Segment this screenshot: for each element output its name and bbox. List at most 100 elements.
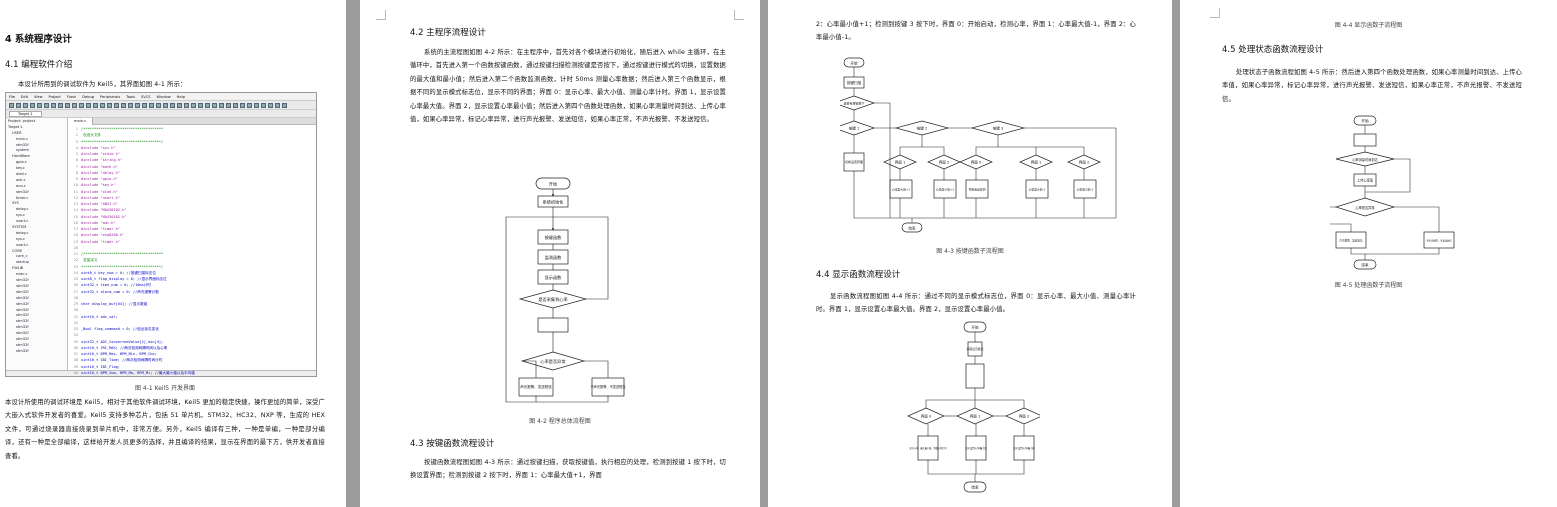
ide-toolbar-icon[interactable] (100, 102, 105, 108)
flow-decision-1: 是否采集到心率 (538, 296, 567, 303)
ide-tree-item[interactable]: adc.c (16, 177, 26, 182)
ide-tree-item[interactable]: stm32f (16, 295, 29, 300)
ide-toolbar-icon[interactable] (114, 102, 119, 108)
ide-toolbar-icon[interactable] (177, 102, 182, 108)
ide-tree-item[interactable]: stm32f (16, 278, 29, 283)
ide-tree-item[interactable]: sys.c (16, 236, 25, 241)
code-line: 2 包含头文件 (68, 132, 316, 138)
ide-tree-item[interactable]: SYSTEM (12, 225, 27, 230)
ide-toolbar-icon[interactable] (212, 102, 217, 108)
ide-menu-item[interactable]: Project (48, 94, 61, 99)
ide-tree-item[interactable]: delay.c (16, 230, 29, 235)
ide-toolbar-icon[interactable] (72, 102, 77, 108)
ide-menu-item[interactable]: Tools (126, 94, 135, 99)
ide-menu-item[interactable]: View (33, 94, 43, 99)
ide-tree-item[interactable]: FWLIB (12, 266, 24, 271)
line-number: 34 (73, 333, 78, 338)
ide-tree-item[interactable]: stm32f (16, 336, 29, 341)
ide-menu-item[interactable]: Edit (21, 94, 28, 99)
ide-toolbar-icon[interactable] (86, 102, 91, 108)
ide-toolbar-icon[interactable] (142, 102, 147, 108)
ide-toolbar-icon[interactable] (184, 102, 189, 108)
ide-toolbar-icon[interactable] (240, 102, 245, 108)
ide-toolbar-icon[interactable] (219, 102, 224, 108)
ide-tree-item[interactable]: timer.c (16, 195, 29, 200)
ide-menu-item[interactable]: Help (176, 94, 185, 99)
ide-toolbar-icon[interactable] (128, 102, 133, 108)
ide-tree-item[interactable]: Target 1 (8, 124, 23, 129)
ide-menu-item[interactable]: Flash (66, 94, 77, 99)
ide-toolbar-icon[interactable] (23, 102, 28, 108)
ide-toolbar-icon[interactable] (261, 102, 266, 108)
ide-menu-item[interactable]: SVCS (140, 94, 151, 99)
ide-toolbar-icon[interactable] (254, 102, 259, 108)
ide-toolbar-icon[interactable] (198, 102, 203, 108)
ide-tree-item[interactable]: stm32f (16, 142, 29, 147)
ide-toolbar-icon[interactable] (275, 102, 280, 108)
ide-toolbar-icon[interactable] (205, 102, 210, 108)
ide-tree-item[interactable]: usart.c (16, 219, 29, 224)
ide-tree-item[interactable]: HardWare (12, 154, 30, 159)
ide-menu-item[interactable]: File (9, 94, 16, 99)
ide-toolbar-icon[interactable] (282, 102, 287, 108)
ide-tree-item[interactable]: startup (16, 260, 29, 265)
ide-toolbar-icon[interactable] (149, 102, 154, 108)
keil-description: 本设计所使用的调试环境是 Keil5，相对于其他软件调试环境，Keil5 更加的… (5, 399, 325, 460)
ide-tree-item[interactable]: key.c (16, 166, 25, 171)
ide-tree-item[interactable]: stm32f (16, 301, 29, 306)
ide-toolbar-icon[interactable] (44, 102, 49, 108)
ide-tree-item[interactable]: Project: project (8, 119, 36, 123)
ide-tree-item[interactable]: stm32f (16, 348, 29, 353)
ide-tree-item[interactable]: stm32f (16, 289, 29, 294)
ide-tree-item[interactable]: delay.c (16, 207, 29, 212)
ide-toolbar-icon[interactable] (191, 102, 196, 108)
ide-toolbar-icon[interactable] (268, 102, 273, 108)
ide-menu-item[interactable]: Debug (82, 94, 95, 99)
ide-tree-item[interactable]: stm32f (16, 319, 29, 324)
ide-tree-item[interactable]: misc.c (16, 272, 28, 277)
ide-toolbar-icon[interactable] (37, 102, 42, 108)
ide-tree-item[interactable]: sys.c (16, 213, 25, 218)
ide-toolbar-icon[interactable] (163, 102, 168, 108)
ide-toolbar-icon[interactable] (16, 102, 21, 108)
ide-toolbar-icon[interactable] (107, 102, 112, 108)
ide-tree-item[interactable]: ano.c (16, 183, 26, 188)
ide-tree-item[interactable]: CORE (12, 248, 23, 253)
ide-toolbar-icon[interactable] (30, 102, 35, 108)
heading-4-1: 4.1 编程软件介绍 (5, 60, 73, 70)
ide-tree-item[interactable]: stm32f (16, 325, 29, 330)
ide-tree-item[interactable]: USER (12, 130, 22, 135)
ide-tree-item[interactable]: stm32f (16, 189, 29, 194)
ide-toolbar-icon[interactable] (233, 102, 238, 108)
ide-toolbar-icon[interactable] (247, 102, 252, 108)
ide-toolbar-icon[interactable] (51, 102, 56, 108)
ide-toolbar-icon[interactable] (65, 102, 70, 108)
ide-toolbar-icon[interactable] (156, 102, 161, 108)
ide-toolbar-icon[interactable] (170, 102, 175, 108)
ide-tree-item[interactable]: core_c (16, 254, 28, 259)
ide-tree-item[interactable]: system (16, 148, 29, 153)
ide-tree-item[interactable]: stm32f (16, 307, 29, 312)
ide-tree-item[interactable]: main.c (16, 136, 29, 141)
ide-menu-item[interactable]: Window (156, 94, 171, 99)
code-text: #include "key.h" (81, 183, 116, 188)
ide-toolbar-icon[interactable] (58, 102, 63, 108)
ide-menu-item[interactable]: Peripherals (100, 94, 121, 99)
ide-tree-item[interactable]: oled.c (16, 172, 27, 177)
ide-tree-item[interactable]: SYS (12, 201, 19, 206)
ide-toolbar-icon[interactable] (9, 102, 14, 108)
ide-tree-item[interactable]: stm32f (16, 313, 29, 318)
code-line: 23*************************************/ (68, 264, 316, 270)
ide-tree-item[interactable]: stm32f (16, 283, 29, 288)
ide-tree-item[interactable]: stm32f (16, 331, 29, 336)
ide-toolbar-icon[interactable] (79, 102, 84, 108)
ide-toolbar-icon[interactable] (121, 102, 126, 108)
ide-tree-item[interactable]: stm32f (16, 342, 29, 347)
ide-toolbar-icon[interactable] (93, 102, 98, 108)
ide-tree-item[interactable]: gpio.c (16, 160, 27, 165)
ide-toolbar-icon[interactable] (135, 102, 140, 108)
ide-toolbar-icon[interactable] (226, 102, 231, 108)
ide-tree-item[interactable]: usart.c (16, 242, 29, 247)
